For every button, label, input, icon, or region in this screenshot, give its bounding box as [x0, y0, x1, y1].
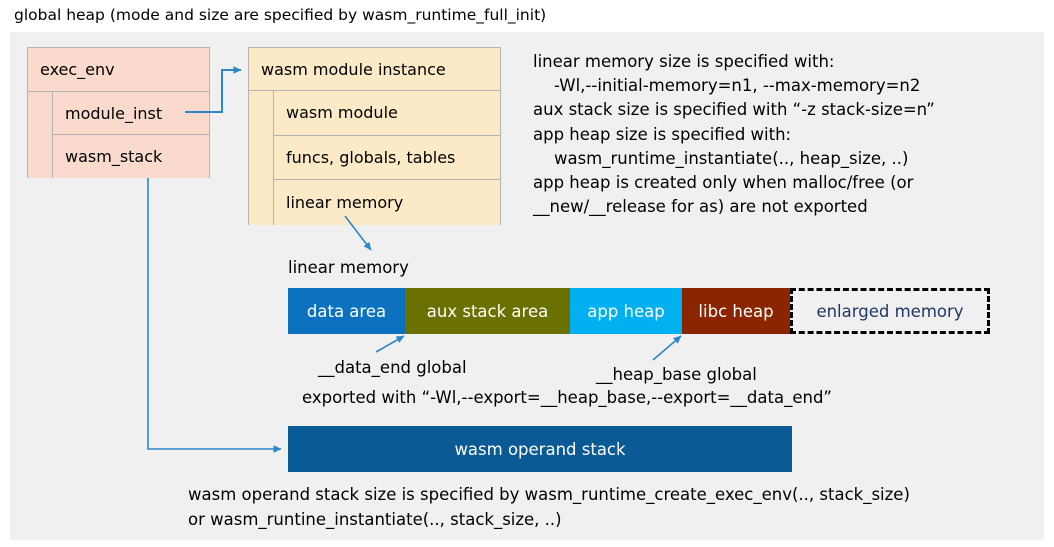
linear-memory-notes: linear memory size is specified with: -W…	[533, 52, 935, 217]
annotation-exported: exported with “-Wl,--export=__heap_base,…	[302, 388, 832, 407]
segment-app-heap: app heap	[570, 288, 682, 334]
field-wasm-module: wasm module	[274, 91, 500, 136]
segment-enlarged-memory: enlarged memory	[790, 288, 990, 334]
exec-env-box: exec_env module_inst wasm_stack	[27, 47, 210, 178]
wasm-operand-stack-box: wasm operand stack	[288, 426, 792, 472]
exec-env-rows: module_inst wasm_stack	[53, 92, 209, 178]
operand-stack-footnote: wasm operand stack size is specified by …	[188, 485, 910, 529]
annotation-data-end: __data_end global	[318, 358, 467, 377]
wasm-module-instance-gutter	[249, 91, 274, 225]
linear-memory-bar: data area aux stack area app heap libc h…	[288, 288, 990, 334]
segment-aux-stack-area: aux stack area	[405, 288, 570, 334]
exec-env-field-wasm-stack: wasm_stack	[53, 135, 209, 178]
segment-libc-heap: libc heap	[682, 288, 790, 334]
wasm-module-instance-box: wasm module instance wasm module funcs, …	[248, 47, 501, 225]
page-title: global heap (mode and size are specified…	[14, 6, 547, 24]
field-funcs-globals-tables: funcs, globals, tables	[274, 135, 500, 181]
segment-data-area: data area	[288, 288, 405, 334]
exec-env-body: module_inst wasm_stack	[28, 92, 209, 178]
linear-memory-caption: linear memory	[288, 258, 409, 277]
exec-env-title: exec_env	[28, 48, 209, 92]
wasm-module-instance-title: wasm module instance	[249, 48, 500, 91]
exec-env-field-module-inst: module_inst	[53, 92, 209, 135]
exec-env-gutter	[28, 92, 53, 178]
wasm-module-instance-rows: wasm module funcs, globals, tables linea…	[274, 91, 500, 225]
wasm-module-instance-body: wasm module funcs, globals, tables linea…	[249, 91, 500, 225]
field-linear-memory: linear memory	[274, 180, 500, 225]
annotation-heap-base: __heap_base global	[596, 365, 757, 384]
